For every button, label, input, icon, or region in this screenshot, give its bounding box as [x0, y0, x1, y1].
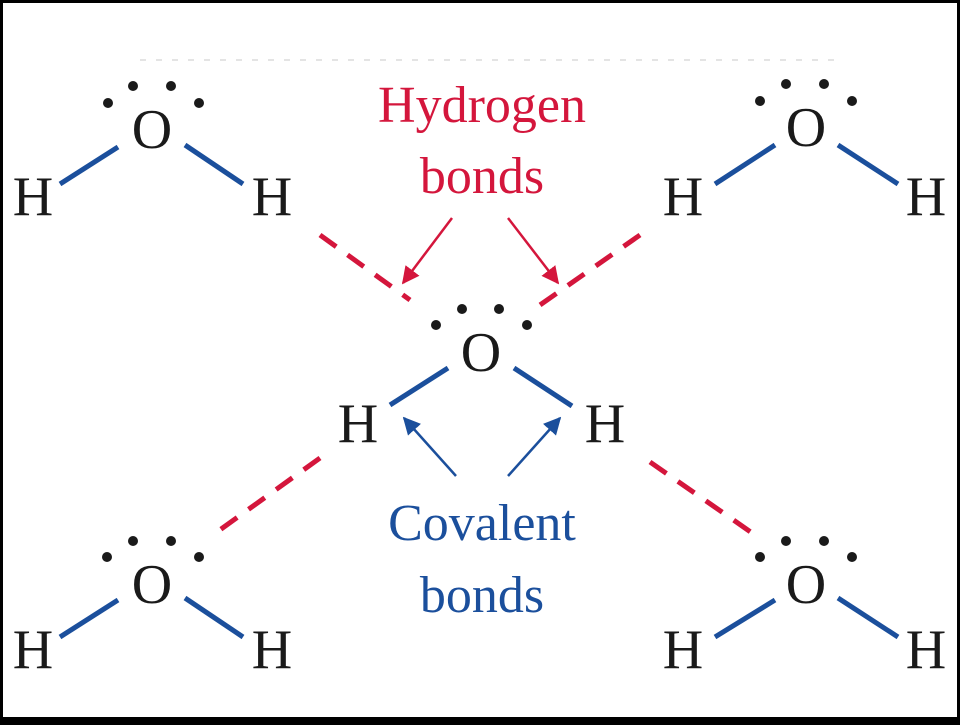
lone-pair-electron: [819, 79, 829, 89]
lone-pair-electron: [194, 98, 204, 108]
hydrogen-atom: H: [13, 166, 53, 228]
hydrogen-label-line1: Hydrogen: [378, 77, 586, 134]
hydrogen-atom: H: [252, 619, 292, 681]
water-molecule-top-left: O H H: [13, 81, 292, 228]
hydrogen-atom: H: [906, 166, 946, 228]
covalent-bond: [713, 142, 777, 187]
covalent-bond: [512, 365, 574, 409]
lone-pair-electron: [847, 552, 857, 562]
hydrogen-atom: H: [906, 619, 946, 681]
lone-pair-electron: [102, 552, 112, 562]
water-molecule-center: O H H: [338, 304, 625, 455]
covalent-bond: [58, 597, 120, 640]
covalent-label-line2: bonds: [420, 567, 544, 624]
covalent-bond: [836, 595, 900, 640]
hydrogen-atom: H: [585, 393, 625, 455]
lone-pair-electron: [781, 536, 791, 546]
covalent-bond: [58, 144, 120, 187]
covalent-bond: [836, 142, 900, 187]
hydrogen-label-line2: bonds: [420, 148, 544, 205]
covalent-bond: [183, 142, 245, 187]
hydrogen-atom: H: [663, 166, 703, 228]
hydrogen-bond-bottom-left: [208, 455, 322, 540]
hydrogen-atom: H: [13, 619, 53, 681]
water-molecule-top-right: O H H: [663, 79, 946, 228]
hydrogen-arrow-right: [507, 217, 560, 285]
lone-pair-electron: [128, 536, 138, 546]
hydrogen-bond-top-left: [318, 232, 412, 303]
hydrogen-bond-arrows: [401, 217, 560, 285]
covalent-label-line1: Covalent: [388, 495, 576, 552]
hydrogen-bond-bottom-right: [648, 459, 757, 538]
lone-pair-electron: [457, 304, 467, 314]
oxygen-atom: O: [132, 99, 172, 161]
lone-pair-electron: [128, 81, 138, 91]
hydrogen-arrow-left: [401, 217, 453, 285]
lone-pair-electron: [755, 96, 765, 106]
oxygen-atom: O: [132, 554, 172, 616]
hydrogen-bond-lines: [208, 232, 757, 540]
oxygen-atom: O: [786, 97, 826, 159]
covalent-arrow-left: [402, 416, 457, 477]
lone-pair-electron: [755, 552, 765, 562]
lone-pair-electron: [819, 536, 829, 546]
lone-pair-electron: [166, 536, 176, 546]
water-molecule-bottom-left: O H H: [13, 536, 292, 681]
oxygen-atom: O: [461, 322, 501, 384]
water-molecule-bottom-right: O H H: [663, 536, 946, 681]
covalent-bond: [388, 365, 450, 408]
hydrogen-atom: H: [663, 619, 703, 681]
lone-pair-electron: [847, 96, 857, 106]
lone-pair-electron: [166, 81, 176, 91]
lone-pair-electron: [431, 320, 441, 330]
covalent-bond: [713, 597, 777, 640]
hydrogen-atom: H: [252, 166, 292, 228]
hydrogen-atom: H: [338, 393, 378, 455]
lone-pair-electron: [194, 552, 204, 562]
covalent-arrow-right: [507, 416, 562, 477]
oxygen-atom: O: [786, 554, 826, 616]
covalent-bond: [183, 595, 245, 640]
lone-pair-electron: [494, 304, 504, 314]
lone-pair-electron: [103, 98, 113, 108]
diagram-background: [3, 3, 957, 717]
lone-pair-electron: [781, 79, 791, 89]
lone-pair-electron: [522, 320, 532, 330]
covalent-bond-arrows: [402, 416, 562, 477]
